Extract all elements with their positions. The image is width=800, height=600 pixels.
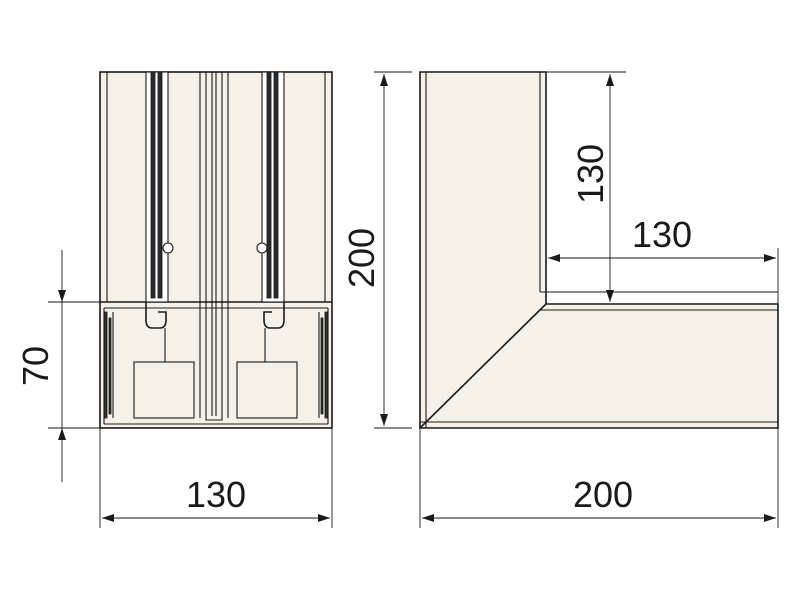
elbow-miter-inner bbox=[425, 309, 541, 423]
dim-label-130-front: 130 bbox=[186, 474, 246, 515]
right-rail-body bbox=[261, 71, 285, 303]
dim-label-200-height: 200 bbox=[341, 228, 382, 288]
center-divider bbox=[199, 72, 229, 421]
left-rail-body bbox=[145, 71, 169, 303]
right-gasket bbox=[318, 311, 329, 419]
left-rail bbox=[145, 71, 174, 362]
left-rail-pin bbox=[162, 242, 174, 254]
front-view bbox=[99, 71, 333, 429]
dim-label-70: 70 bbox=[15, 346, 56, 386]
left-inner-box bbox=[133, 361, 195, 419]
right-rail-slot-2 bbox=[273, 71, 279, 299]
side-view bbox=[419, 71, 779, 429]
dim-inner-height: 130 bbox=[546, 71, 626, 302]
right-gasket-strip-2 bbox=[320, 317, 324, 415]
divider-foot bbox=[205, 412, 223, 421]
dim-side-height: 200 bbox=[341, 71, 412, 429]
left-rail-clip bbox=[145, 302, 167, 329]
dim-front-width: 130 bbox=[99, 428, 333, 528]
dim-label-130-horizontal: 130 bbox=[632, 214, 692, 255]
dim-side-width: 200 bbox=[419, 428, 779, 528]
right-rail-clip bbox=[263, 302, 285, 329]
right-inner-box bbox=[236, 361, 298, 419]
right-rail-slot-1 bbox=[266, 71, 272, 299]
dim-label-200-width: 200 bbox=[573, 474, 633, 515]
left-rail-slot-1 bbox=[150, 71, 156, 299]
right-rail-pin bbox=[256, 242, 268, 254]
dim-label-130-vertical: 130 bbox=[570, 144, 611, 204]
right-gasket-strip-1 bbox=[324, 311, 329, 419]
left-gasket-strip-2 bbox=[108, 317, 112, 415]
dim-front-height: 70 bbox=[15, 250, 100, 482]
left-rail-slot-2 bbox=[157, 71, 163, 299]
dim-inner-width: 130 bbox=[548, 214, 779, 304]
left-gasket-strip-1 bbox=[103, 311, 108, 419]
left-gasket bbox=[103, 311, 114, 419]
right-rail bbox=[256, 71, 285, 362]
